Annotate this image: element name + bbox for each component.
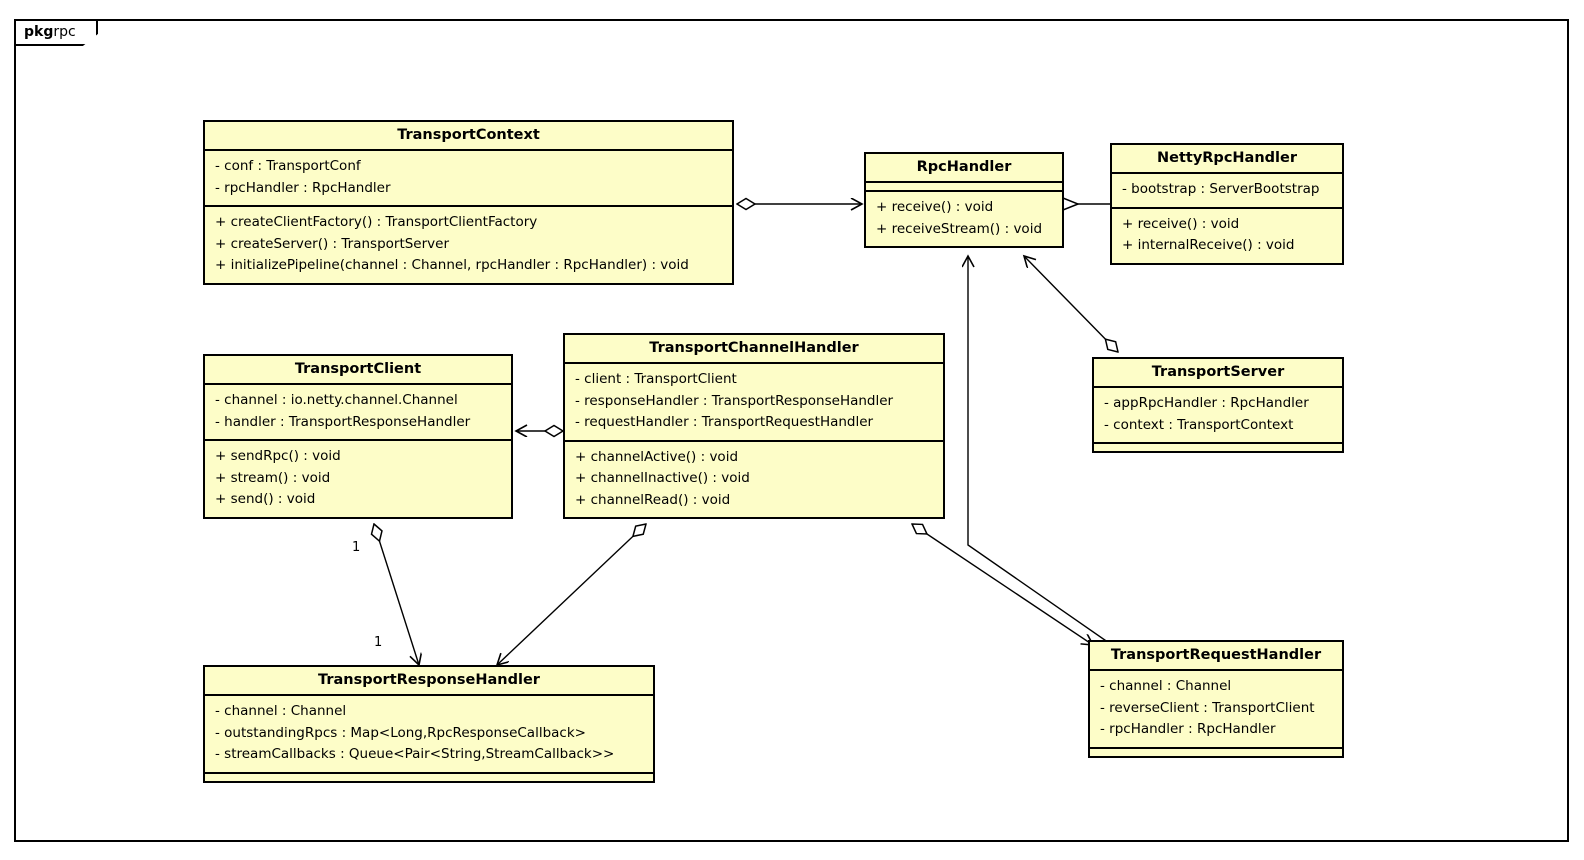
- attribute-row: - context : TransportContext: [1104, 416, 1294, 433]
- method-row: + receiveStream() : void: [876, 220, 1043, 237]
- methods-compartment: + channelActive() : void + channelInacti…: [565, 442, 943, 518]
- class-transport-response-handler[interactable]: TransportResponseHandler - channel : Cha…: [203, 665, 655, 783]
- attribute-row: - reverseClient : TransportClient: [1100, 699, 1315, 716]
- methods-compartment: [1090, 749, 1342, 756]
- class-title: TransportClient: [294, 361, 422, 377]
- method-row: + createServer() : TransportServer: [215, 235, 450, 252]
- attribute-row: - channel : io.netty.channel.Channel: [215, 392, 458, 408]
- method-row: + createClientFactory() : TransportClien…: [215, 214, 538, 230]
- compartment-divider: [565, 439, 943, 442]
- attributes-compartment: - channel : Channel - outstandingRpcs : …: [205, 696, 653, 772]
- compartment-divider: [205, 149, 732, 151]
- attributes-compartment: - client : TransportClient - responseHan…: [565, 364, 943, 440]
- attribute-row: - rpcHandler : RpcHandler: [1100, 721, 1276, 737]
- attribute-row: - appRpcHandler : RpcHandler: [1104, 395, 1309, 411]
- compartment-divider: [1094, 386, 1342, 388]
- package-name: rpc: [53, 24, 76, 40]
- method-row: + channelInactive() : void: [575, 470, 750, 486]
- compartment-divider: [1090, 746, 1342, 749]
- compartment-divider: [205, 771, 653, 774]
- class-transport-server[interactable]: TransportServer - appRpcHandler : RpcHan…: [1092, 357, 1344, 453]
- class-transport-channel-handler[interactable]: TransportChannelHandler - client : Trans…: [563, 333, 945, 519]
- attributes-compartment: - channel : io.netty.channel.Channel - h…: [205, 385, 511, 439]
- attribute-row: - channel : Channel: [1100, 678, 1232, 694]
- class-rpc-handler[interactable]: RpcHandler + receive() : void + receiveS…: [864, 152, 1064, 248]
- method-row: + stream() : void: [215, 469, 331, 486]
- attribute-row: - client : TransportClient: [575, 371, 737, 387]
- class-title: NettyRpcHandler: [1156, 150, 1297, 166]
- methods-compartment: + receive() : void + internalReceive() :…: [1112, 209, 1342, 263]
- compartment-divider: [205, 694, 653, 696]
- attribute-row: - conf : TransportConf: [215, 158, 361, 174]
- compartment-divider: [565, 362, 943, 364]
- methods-compartment: + receive() : void + receiveStream() : v…: [866, 192, 1062, 246]
- method-row: + channelActive() : void: [575, 448, 739, 465]
- class-transport-client[interactable]: TransportClient - channel : io.netty.cha…: [203, 354, 513, 519]
- compartment-divider: [1094, 442, 1342, 444]
- class-title: TransportResponseHandler: [318, 672, 540, 688]
- compartment-divider: [1112, 206, 1342, 209]
- class-transport-request-handler[interactable]: TransportRequestHandler - channel : Chan…: [1088, 640, 1344, 758]
- method-row: + send() : void: [215, 491, 316, 507]
- methods-compartment: + createClientFactory() : TransportClien…: [205, 207, 732, 283]
- method-row: + sendRpc() : void: [215, 448, 341, 464]
- package-frame: [14, 19, 1569, 842]
- method-row: + initializePipeline(channel : Channel, …: [215, 257, 689, 273]
- class-title: RpcHandler: [916, 159, 1012, 175]
- attribute-row: - responseHandler : TransportResponseHan…: [575, 392, 894, 409]
- package-label: pkgrpc: [24, 21, 76, 43]
- method-row: + receive() : void: [1122, 215, 1240, 232]
- attributes-compartment: - conf : TransportConf - rpcHandler : Rp…: [205, 151, 732, 205]
- compartment-divider: [1090, 669, 1342, 671]
- attribute-row: - bootstrap : ServerBootstrap: [1122, 181, 1320, 197]
- class-transport-context[interactable]: TransportContext - conf : TransportConf …: [203, 120, 734, 285]
- multiplicity-client-end: 1: [352, 540, 361, 555]
- class-title: TransportChannelHandler: [649, 340, 859, 356]
- class-title: TransportServer: [1151, 364, 1285, 380]
- method-row: + channelRead() : void: [575, 491, 731, 508]
- attributes-compartment: - channel : Channel - reverseClient : Tr…: [1090, 671, 1342, 747]
- compartment-divider: [866, 181, 1062, 183]
- attribute-row: - channel : Channel: [215, 703, 347, 719]
- attributes-compartment: [866, 183, 1062, 190]
- methods-compartment: + sendRpc() : void + stream() : void + s…: [205, 441, 511, 517]
- compartment-divider: [205, 383, 511, 385]
- attribute-row: - requestHandler : TransportRequestHandl…: [575, 414, 874, 430]
- class-title: TransportContext: [397, 127, 540, 143]
- class-title: TransportRequestHandler: [1110, 647, 1322, 663]
- multiplicity-response-end: 1: [374, 635, 383, 650]
- method-row: + internalReceive() : void: [1122, 237, 1295, 253]
- attributes-compartment: - appRpcHandler : RpcHandler - context :…: [1094, 388, 1342, 442]
- class-netty-rpc-handler[interactable]: NettyRpcHandler - bootstrap : ServerBoot…: [1110, 143, 1344, 265]
- compartment-divider: [1112, 172, 1342, 174]
- methods-compartment: [205, 774, 653, 781]
- method-row: + receive() : void: [876, 199, 994, 215]
- package-keyword: pkg: [24, 24, 54, 40]
- compartment-divider: [205, 439, 511, 441]
- attribute-row: - outstandingRpcs : Map<Long,RpcResponse…: [215, 724, 586, 741]
- compartment-divider: [866, 190, 1062, 192]
- attribute-row: - handler : TransportResponseHandler: [215, 413, 471, 430]
- attribute-row: - rpcHandler : RpcHandler: [215, 179, 391, 196]
- compartment-divider: [205, 205, 732, 207]
- methods-compartment: [1094, 444, 1342, 451]
- attribute-row: - streamCallbacks : Queue<Pair<String,St…: [215, 746, 615, 762]
- attributes-compartment: - bootstrap : ServerBootstrap: [1112, 174, 1342, 207]
- package-tab: [14, 19, 98, 46]
